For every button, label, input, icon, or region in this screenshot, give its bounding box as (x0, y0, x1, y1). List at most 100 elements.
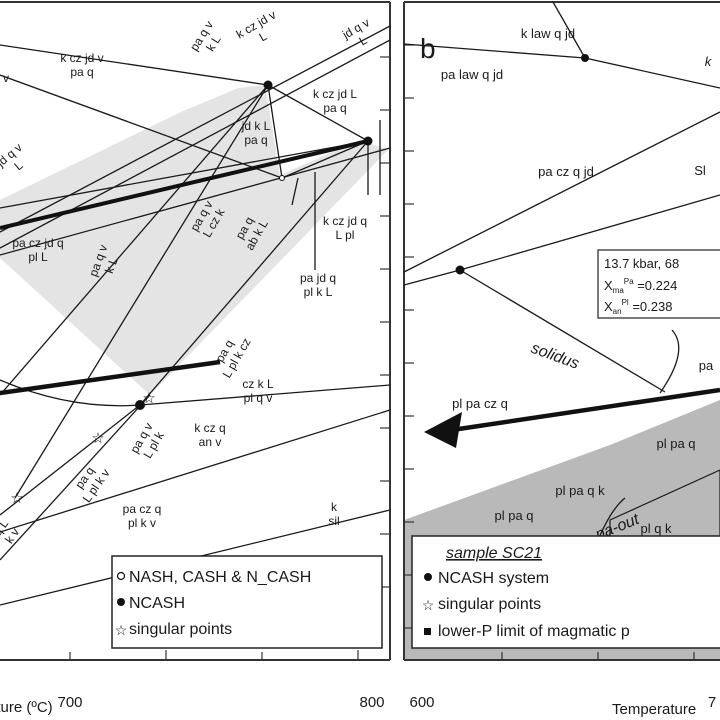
field-label-paqv-kL: pa q vk L (187, 18, 228, 61)
legend-open-circle-icon (116, 571, 126, 581)
line-b-solid-diag (403, 111, 720, 273)
field-label-paqv-kL-2: pa q vk L (86, 243, 123, 283)
line-b-left (403, 269, 461, 286)
field-label-v-left: v (3, 71, 9, 85)
panel-a-xtick-700: 700 (57, 694, 82, 711)
line-kczq-anv (0, 409, 391, 533)
field-label-plpaq-2: pl pa q (494, 508, 533, 523)
annotation-xma: XmaPa =0.224 (604, 277, 677, 295)
ncash-point-a2 (363, 136, 373, 146)
field-label-plpaq-1: pl pa q (656, 436, 695, 451)
panel-b-x-axis-label: Temperature (612, 701, 696, 718)
field-label-kczjdv-L: k cz jd vL (234, 8, 286, 54)
panel-a-shaded-field (0, 85, 388, 395)
annotation-box (597, 249, 720, 319)
panel-b-legend-box (411, 535, 720, 649)
field-label-qL-kv: q Lk v (0, 517, 23, 547)
panel-b-left-ticks (404, 44, 414, 629)
annotation-line-1: 13.7 kbar, 68 (604, 256, 679, 271)
field-label-paq-Lplkcz: pa qL pl k cz (208, 329, 254, 381)
legend-b-title: sample SC21 (446, 545, 542, 562)
line-paqv-Lplk (0, 404, 141, 516)
legend-filled-circle-icon (117, 598, 125, 606)
ncash-point-b1 (581, 54, 589, 62)
line-paq-Lplkcz (139, 140, 369, 406)
line-paqv-kL (0, 84, 269, 396)
annotation-xan: XanPl =0.238 (604, 298, 672, 316)
legend-a-item-2: NCASH (129, 595, 185, 612)
line-kczjdL-paq (267, 84, 369, 142)
panel-b-xtick-7: 7 (708, 694, 716, 711)
panel-a-bottom-ticks (69, 650, 359, 660)
panel-a-thick-line-upper (0, 139, 369, 230)
line-b-upper (459, 194, 720, 271)
field-label-paqv-Lplk: pa q vL pl k (127, 420, 168, 462)
field-label-plpaqk: pl pa q k (555, 483, 605, 498)
panel-a-xtick-800: 800 (359, 694, 384, 711)
leader-annotation (659, 329, 680, 394)
panel-a-thick-line-lower (0, 359, 221, 396)
curve-solidus (459, 269, 666, 393)
panel-a-legend: NASH, CASH & N_CASH NCASH ☆ singular poi… (111, 555, 383, 649)
line-sub (281, 140, 369, 179)
panel-b-xtick-600: 600 (409, 694, 434, 711)
legend-b-star-icon: ☆ (422, 597, 435, 613)
legend-a-item-1: NASH, CASH & N_CASH (129, 569, 311, 586)
line-czkL-plqv (139, 384, 391, 406)
line-b-top-right (584, 57, 720, 89)
panel-b-thick-arrow-shaft (451, 387, 720, 433)
ncash-point-a1 (263, 80, 273, 90)
legend-star-icon: ☆ (115, 622, 128, 638)
line-paczjdq-plL (0, 147, 391, 256)
curve-lower-left (0, 379, 141, 407)
legend-b-item-1: NCASH system (438, 570, 549, 587)
legend-a-item-3: singular points (129, 621, 232, 638)
line-b-top-up (552, 1, 586, 59)
ncash-point-a3 (135, 400, 145, 410)
line-v-jd (0, 74, 283, 179)
panel-a-right-ticks (380, 56, 390, 588)
panel-b: 13.7 kbar, 68 XmaPa =0.224 XanPl =0.238 … (403, 1, 720, 718)
star-point-a3: ☆ (10, 490, 23, 507)
legend-b-item-3: lower-P limit of magmatic p (438, 623, 630, 640)
panel-b-bottom-ticks (501, 652, 695, 660)
leader-paq-abkL (291, 177, 299, 206)
star-point-a1: ☆ (142, 390, 155, 407)
partial-label-2: pa (699, 358, 714, 373)
line-b-top (403, 43, 586, 59)
panel-a-x-axis-label: Temperature (ºC) (0, 699, 53, 716)
ncash-point-b2 (455, 265, 465, 275)
field-label-palawqjd: pa law q jd (441, 67, 503, 82)
partial-label-0: k (705, 54, 713, 69)
panel-b-reaction-lines (403, 1, 720, 546)
partial-label-1: Sl (694, 163, 706, 178)
field-label-klawqjd: k law q jd (521, 26, 575, 41)
field-label-paczqjd: pa cz q jd (538, 164, 594, 179)
panel-b-legend: sample SC21 NCASH system ☆ singular poin… (411, 535, 720, 649)
line-jdqv-L-upper (0, 25, 391, 233)
field-label-paq-Lplkv: pa qL pl k v (68, 458, 112, 505)
legend-b-filled-circle-icon (424, 573, 432, 581)
field-label-jdqv-L-left: jd q vL (0, 140, 34, 181)
curve-label-solidus: solidus (529, 340, 582, 373)
line-upper-diag (0, 140, 369, 209)
panel-a-legend-box (111, 555, 383, 649)
legend-b-item-2: singular points (438, 596, 541, 613)
line-kczjdv-paq (0, 44, 269, 86)
open-point-a4 (279, 175, 285, 181)
star-point-a2: ☆ (91, 430, 104, 447)
legend-b-filled-square-icon (424, 628, 431, 635)
line-paqv-Lczk (14, 84, 269, 499)
